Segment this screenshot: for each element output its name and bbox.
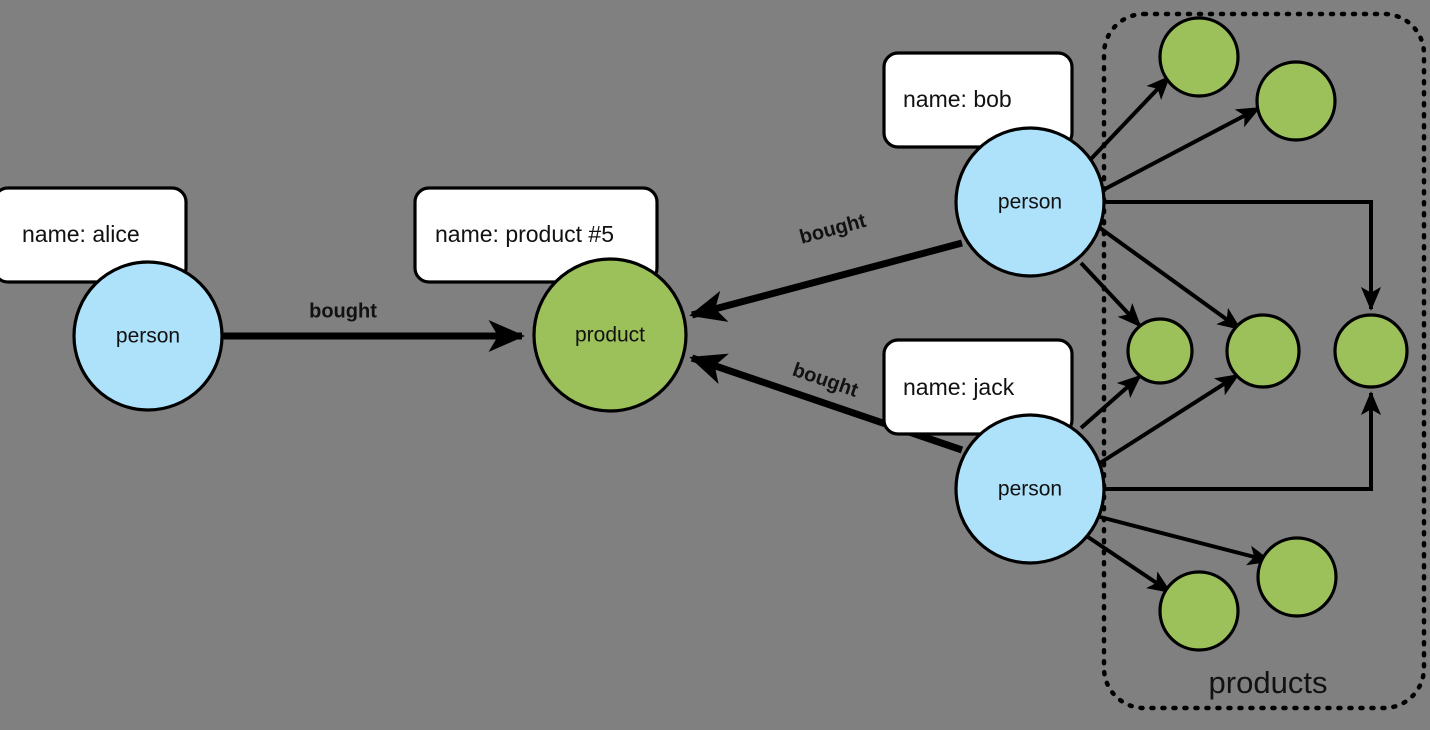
alice-properties-text: name: alice <box>22 221 140 247</box>
products-cluster-label: products <box>1209 665 1328 700</box>
property-text-group: name: alice name: product #5 name: bob n… <box>22 86 1015 400</box>
product-node-6[interactable] <box>1158 570 1240 652</box>
edge-bob-to-product-5 <box>1104 200 1382 311</box>
edge-jack-to-product-7 <box>1099 515 1272 566</box>
edge-label-alice-bought: bought <box>309 300 377 322</box>
edge-jack-to-product-3 <box>1079 374 1142 430</box>
product-node-7[interactable] <box>1256 536 1338 618</box>
product-node-1[interactable] <box>1158 16 1240 98</box>
edge-jack-to-product-5 <box>1104 391 1382 491</box>
edge-bob-to-product-2 <box>1102 106 1261 192</box>
cluster-edge-group <box>1079 75 1382 594</box>
node-product5-label: product <box>575 324 645 347</box>
edge-bob-to-product-1 <box>1088 75 1171 162</box>
node-alice-label: person <box>116 325 180 348</box>
node-jack-circle[interactable] <box>954 413 1106 565</box>
node-jack-label: person <box>998 478 1062 501</box>
node-bob-circle[interactable] <box>954 126 1106 278</box>
edge-jack-to-product-6 <box>1083 533 1172 594</box>
entity-label-group: person product person person <box>116 191 1062 501</box>
product-node-5[interactable] <box>1333 313 1409 389</box>
property-box-group <box>0 51 1074 436</box>
edge-bob-bought-product <box>689 239 963 322</box>
jack-properties-text: name: jack <box>903 374 1015 400</box>
product-node-3[interactable] <box>1126 317 1194 385</box>
product-node-4[interactable] <box>1225 313 1301 389</box>
product5-properties-box <box>413 186 659 284</box>
jack-properties-box <box>882 338 1074 436</box>
alice-properties-box <box>0 186 188 284</box>
bob-properties-text: name: bob <box>903 86 1012 112</box>
products-cluster-outline <box>1101 11 1427 711</box>
product-node-2[interactable] <box>1255 60 1337 142</box>
product-node-group <box>1126 16 1409 652</box>
edge-bob-to-product-3 <box>1079 261 1142 328</box>
bob-properties-box <box>882 51 1074 149</box>
node-alice-circle[interactable] <box>72 260 224 412</box>
product5-properties-text: name: product #5 <box>435 221 614 247</box>
edge-bob-to-product-4 <box>1098 226 1242 331</box>
node-product5-circle[interactable] <box>532 257 688 413</box>
edge-jack-to-product-4 <box>1098 373 1240 465</box>
edge-label-bob-bought: bought <box>797 210 868 249</box>
node-bob-label: person <box>998 191 1062 214</box>
entity-node-group <box>72 126 1106 565</box>
